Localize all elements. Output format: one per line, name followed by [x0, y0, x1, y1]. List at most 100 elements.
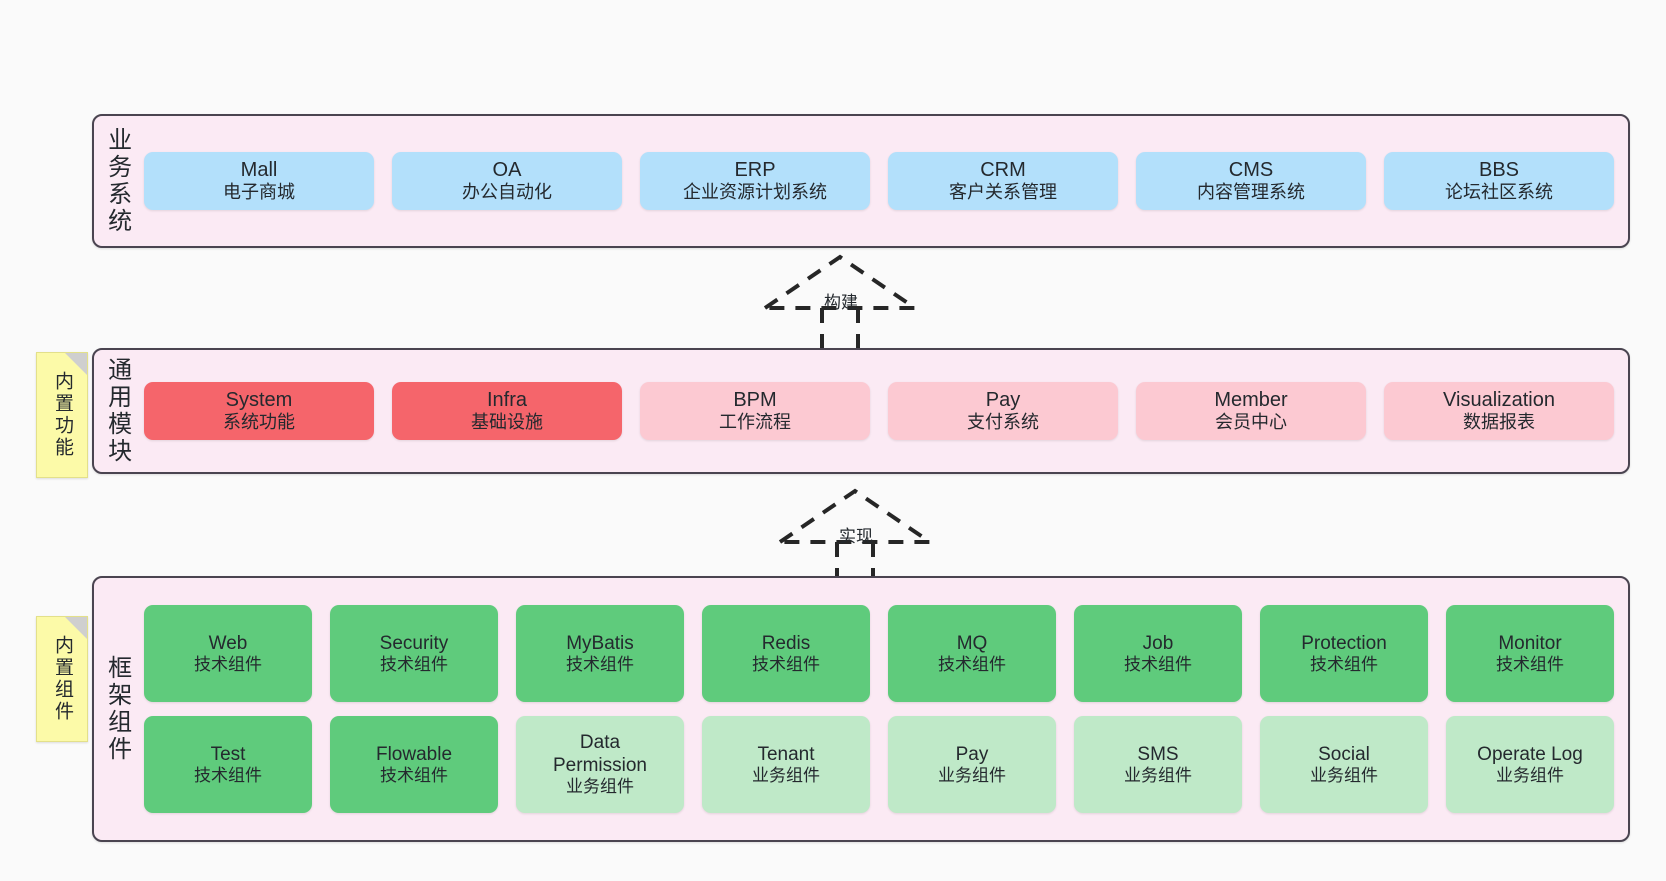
card-subtitle: 业务组件: [566, 777, 634, 797]
card-subtitle: 业务组件: [1496, 765, 1564, 785]
card-title: Operate Log: [1477, 743, 1583, 765]
card-subtitle: 技术组件: [194, 765, 262, 785]
card-subtitle: 办公自动化: [462, 182, 552, 203]
card-subtitle: 电子商城: [223, 182, 295, 203]
card-title: Protection: [1301, 632, 1387, 654]
card-security[interactable]: Security 技术组件: [330, 605, 498, 702]
card-subtitle: 技术组件: [752, 654, 820, 674]
card-social[interactable]: Social 业务组件: [1260, 716, 1428, 813]
card-test[interactable]: Test 技术组件: [144, 716, 312, 813]
card-mybatis[interactable]: MyBatis 技术组件: [516, 605, 684, 702]
card-oa[interactable]: OA 办公自动化: [392, 151, 622, 211]
card-flowable[interactable]: Flowable 技术组件: [330, 716, 498, 813]
layer-row: Test 技术组件 Flowable 技术组件 Data Permission …: [144, 716, 1614, 813]
card-visualization[interactable]: Visualization 数据报表: [1384, 381, 1614, 441]
layer-framework-component: 框架组件 Web 技术组件 Security 技术组件 MyBatis 技术组件…: [92, 576, 1630, 842]
card-operate-log[interactable]: Operate Log 业务组件: [1446, 716, 1614, 813]
card-title: Infra: [486, 388, 528, 411]
card-subtitle: 数据报表: [1463, 412, 1535, 433]
sticky-note-label: 内置组件: [51, 635, 73, 723]
card-protection[interactable]: Protection 技术组件: [1260, 605, 1428, 702]
card-tenant[interactable]: Tenant 业务组件: [702, 716, 870, 813]
layer-body-framework: Web 技术组件 Security 技术组件 MyBatis 技术组件 Redi…: [140, 578, 1628, 840]
card-cms[interactable]: CMS 内容管理系统: [1136, 151, 1366, 211]
layer-title-common: 通用模块: [103, 357, 131, 465]
card-subtitle: 技术组件: [1124, 654, 1192, 674]
card-title: ERP: [734, 158, 776, 181]
sticky-note-label: 内置功能: [51, 371, 73, 459]
card-pay-module[interactable]: Pay 支付系统: [888, 381, 1118, 441]
card-title: System: [225, 388, 293, 411]
card-subtitle: 业务组件: [1310, 765, 1378, 785]
card-mq[interactable]: MQ 技术组件: [888, 605, 1056, 702]
card-monitor[interactable]: Monitor 技术组件: [1446, 605, 1614, 702]
layer-body-business: Mall 电子商城 OA 办公自动化 ERP 企业资源计划系统 CRM 客户关系…: [140, 116, 1628, 246]
card-mall[interactable]: Mall 电子商城: [144, 151, 374, 211]
card-web[interactable]: Web 技术组件: [144, 605, 312, 702]
card-subtitle: 业务组件: [1124, 765, 1192, 785]
card-title: Social: [1318, 743, 1370, 765]
card-subtitle: 客户关系管理: [949, 182, 1057, 203]
card-subtitle: 工作流程: [719, 412, 791, 433]
card-title: Tenant: [757, 743, 815, 765]
card-title: Member: [1214, 388, 1288, 411]
card-sms[interactable]: SMS 业务组件: [1074, 716, 1242, 813]
layer-row: Web 技术组件 Security 技术组件 MyBatis 技术组件 Redi…: [144, 605, 1614, 702]
card-crm[interactable]: CRM 客户关系管理: [888, 151, 1118, 211]
connector-build: 构建: [760, 252, 922, 358]
card-title: Test: [210, 743, 246, 765]
connector-build-arrow: [763, 254, 922, 358]
card-subtitle: 基础设施: [471, 412, 543, 433]
card-subtitle: 技术组件: [1496, 654, 1564, 674]
card-pay-component[interactable]: Pay 业务组件: [888, 716, 1056, 813]
card-subtitle: 技术组件: [380, 654, 448, 674]
card-subtitle: 企业资源计划系统: [683, 182, 827, 203]
layer-row: System 系统功能 Infra 基础设施 BPM 工作流程 Pay 支付系统…: [144, 381, 1614, 441]
card-title: Pay: [985, 388, 1021, 411]
card-title: Security: [379, 632, 449, 654]
layer-body-common: System 系统功能 Infra 基础设施 BPM 工作流程 Pay 支付系统…: [140, 350, 1628, 472]
card-title: Mall: [240, 158, 278, 181]
card-subtitle: 业务组件: [752, 765, 820, 785]
card-system[interactable]: System 系统功能: [144, 381, 374, 441]
card-title: CRM: [980, 158, 1026, 181]
sticky-note-builtin-function: 内置功能: [36, 352, 88, 478]
card-subtitle: 内容管理系统: [1197, 182, 1305, 203]
card-infra[interactable]: Infra 基础设施: [392, 381, 622, 441]
card-title: MyBatis: [566, 632, 634, 654]
card-job[interactable]: Job 技术组件: [1074, 605, 1242, 702]
layer-common-module: 通用模块 System 系统功能 Infra 基础设施 BPM 工作流程 Pay…: [92, 348, 1630, 474]
card-redis[interactable]: Redis 技术组件: [702, 605, 870, 702]
card-title: MQ: [956, 632, 988, 654]
card-title: Monitor: [1498, 632, 1562, 654]
card-subtitle: 技术组件: [566, 654, 634, 674]
card-subtitle: 会员中心: [1215, 412, 1287, 433]
card-title: SMS: [1137, 743, 1179, 765]
card-subtitle: 系统功能: [223, 412, 295, 433]
card-subtitle: 技术组件: [1310, 654, 1378, 674]
card-title: OA: [492, 158, 522, 181]
layer-row: Mall 电子商城 OA 办公自动化 ERP 企业资源计划系统 CRM 客户关系…: [144, 151, 1614, 211]
card-subtitle: 技术组件: [380, 765, 448, 785]
layer-title-business: 业务系统: [103, 127, 131, 235]
card-subtitle: 业务组件: [938, 765, 1006, 785]
connector-implement-label: 实现: [839, 527, 873, 546]
card-title: Redis: [761, 632, 811, 654]
card-subtitle: 技术组件: [194, 654, 262, 674]
card-member[interactable]: Member 会员中心: [1136, 381, 1366, 441]
card-bbs[interactable]: BBS 论坛社区系统: [1384, 151, 1614, 211]
card-subtitle: 支付系统: [967, 412, 1039, 433]
card-title: Pay: [955, 743, 989, 765]
layer-business-system: 业务系统 Mall 电子商城 OA 办公自动化 ERP 企业资源计划系统 CRM…: [92, 114, 1630, 248]
card-title: BBS: [1478, 158, 1520, 181]
card-title: Web: [208, 632, 248, 654]
sticky-note-builtin-component: 内置组件: [36, 616, 88, 742]
card-bpm[interactable]: BPM 工作流程: [640, 381, 870, 441]
card-data-permission[interactable]: Data Permission 业务组件: [516, 716, 684, 813]
layer-title-framework: 框架组件: [103, 655, 131, 763]
card-erp[interactable]: ERP 企业资源计划系统: [640, 151, 870, 211]
card-title: Visualization: [1443, 388, 1555, 411]
card-title: Flowable: [375, 743, 453, 765]
card-title: Job: [1142, 632, 1174, 654]
